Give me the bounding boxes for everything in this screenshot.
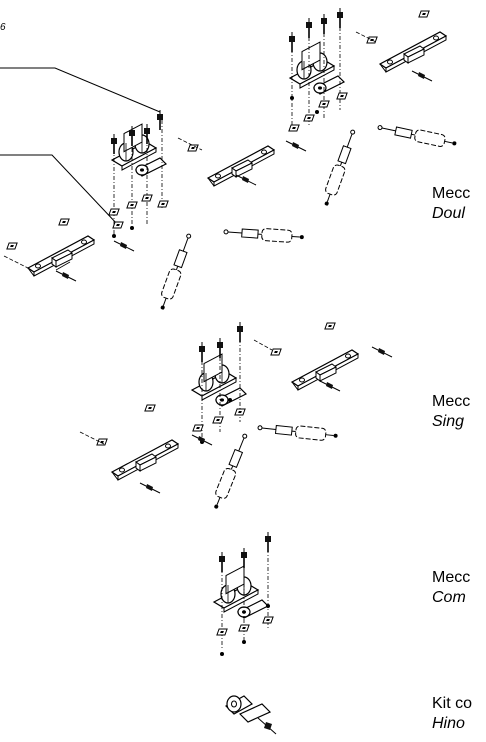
hinge-single xyxy=(191,353,247,407)
callout-complete: Mecc Com xyxy=(432,568,470,608)
callout-kit-subtitle: Hino xyxy=(432,715,465,732)
callout-double: Mecc Doul xyxy=(432,184,470,224)
gas-spring-horizontal-1 xyxy=(223,225,305,244)
gas-spring-diagonal-2 xyxy=(209,431,252,512)
hinge-kit xyxy=(226,696,276,734)
callout-double-title: Mecc xyxy=(432,185,471,202)
callout-double-subtitle: Doul xyxy=(432,205,465,222)
callout-kit: Kit co Hino xyxy=(432,694,472,734)
callout-complete-subtitle: Com xyxy=(432,589,466,606)
callout-single-subtitle: Sing xyxy=(432,413,465,430)
gas-spring-diagonal-top xyxy=(319,127,360,208)
hinge-left-double xyxy=(111,123,167,177)
gas-spring-horizontal-2 xyxy=(256,421,339,443)
hinge-complete xyxy=(213,565,269,619)
plate-mid-double xyxy=(207,145,275,187)
reference-number: 6 xyxy=(0,22,6,33)
callout-single: Mecc Sing xyxy=(432,392,470,432)
leader-line-2 xyxy=(0,155,118,225)
plate-left-double xyxy=(4,235,95,277)
leader-line-1 xyxy=(0,68,160,112)
callout-single-title: Mecc xyxy=(432,393,471,410)
callout-kit-title: Kit co xyxy=(432,695,473,712)
gas-spring-diagonal-1 xyxy=(155,231,196,312)
gas-spring-top xyxy=(376,120,459,151)
hinge-right-double xyxy=(289,41,345,95)
callout-complete-title: Mecc xyxy=(432,569,471,586)
plate-single-left xyxy=(111,439,179,481)
plate-top-right-double xyxy=(379,31,447,73)
